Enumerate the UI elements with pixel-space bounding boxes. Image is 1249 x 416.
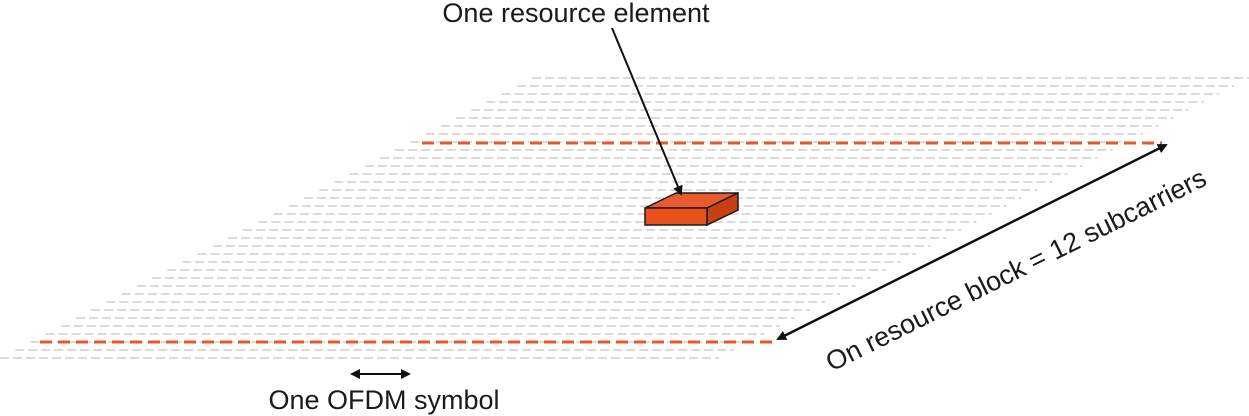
subcarrier-grid <box>0 77 1249 359</box>
resource-element-block <box>644 191 739 227</box>
resource-element-label: One resource element <box>442 0 710 28</box>
ofdm-symbol-label: One OFDM symbol <box>268 385 499 415</box>
resource-block-label: On resource block = 12 subcarriers <box>821 163 1211 378</box>
resource-block-span-arrow <box>776 143 1168 341</box>
resource-element-pointer-arrow <box>611 27 683 196</box>
resource-element-front-face <box>644 207 708 226</box>
